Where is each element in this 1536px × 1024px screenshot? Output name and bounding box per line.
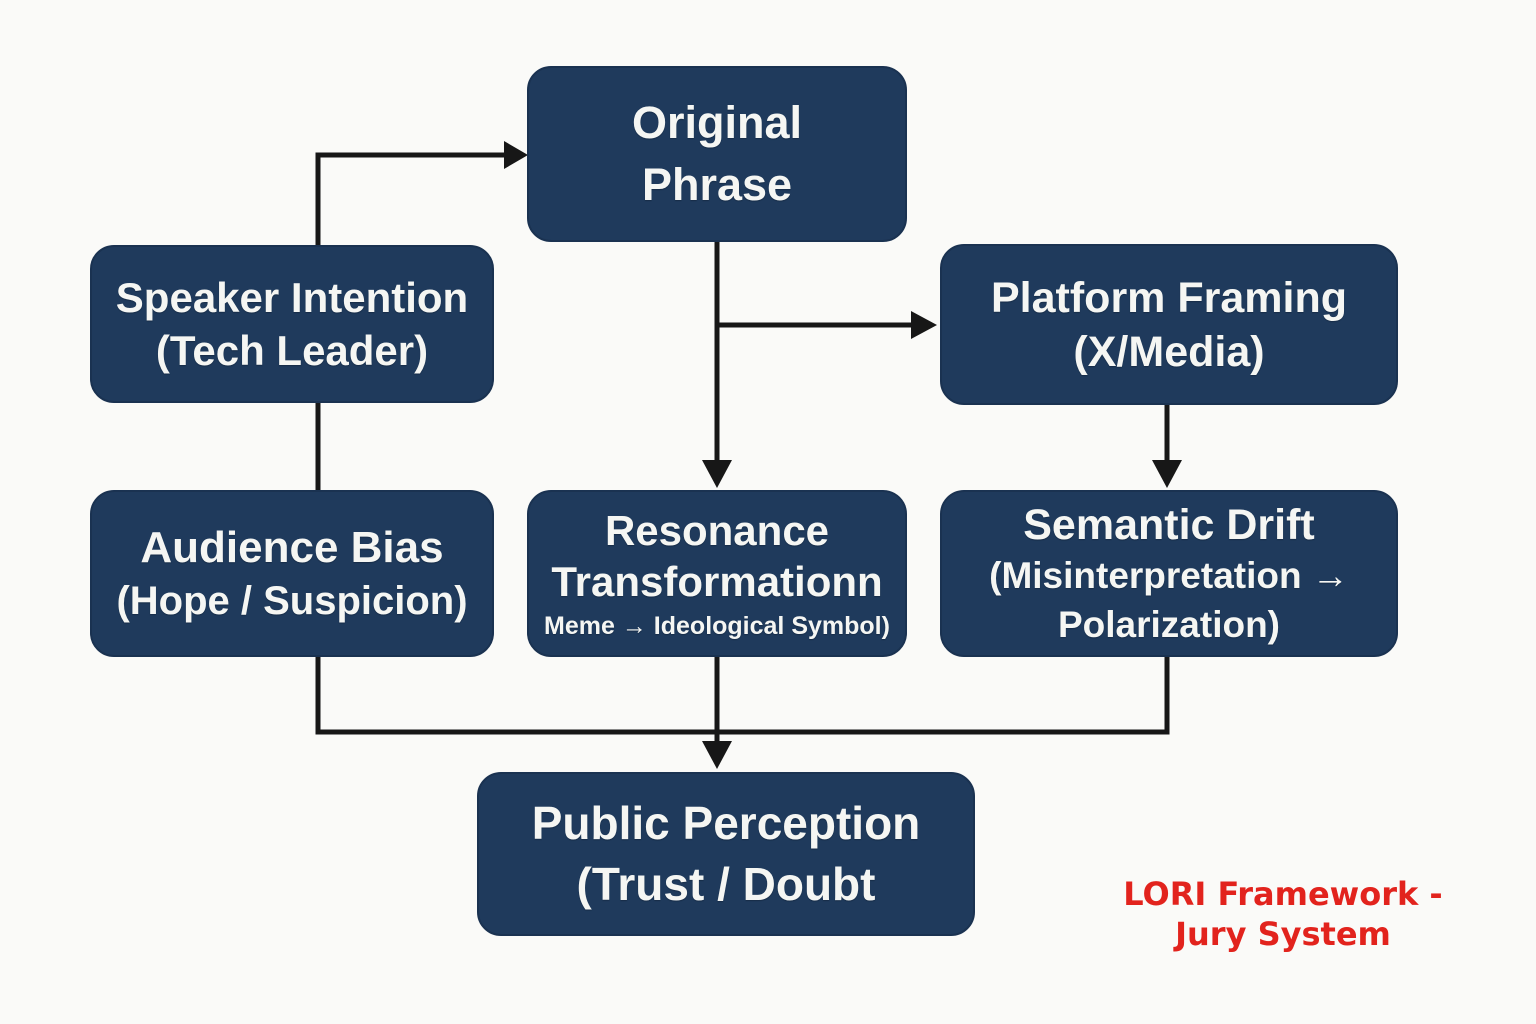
node-resonance-transformation-subtext: Meme → Ideological Symbol) (544, 612, 890, 640)
arrowhead-into-public (702, 741, 732, 769)
node-public-perception-line2: (Trust / Doubt (576, 858, 876, 910)
node-speaker-intention-line2: (Tech Leader) (155, 327, 429, 374)
caption-line1: LORI Framework - (1123, 875, 1443, 913)
node-audience-bias-line2: (Hope / Suspicion) (116, 579, 468, 623)
node-speaker-intention-line1: Speaker Intention (115, 274, 469, 321)
arrowhead-into-resonance (702, 460, 732, 488)
arrowhead-into-platform (911, 311, 937, 339)
node-audience-bias-line1: Audience Bias (140, 523, 444, 572)
arrow-speaker-to-original (315, 152, 504, 252)
node-semantic-drift-line3: Polarization) (1057, 603, 1281, 645)
node-semantic-drift-line2: (Misinterpretation → (989, 554, 1349, 596)
node-platform-framing-line2: (X/Media) (1073, 327, 1265, 376)
arrowhead-into-original (504, 141, 528, 169)
node-resonance-transformation: Resonance Transformationn Meme → Ideolog… (527, 490, 907, 657)
node-public-perception: Public Perception (Trust / Doubt (477, 772, 975, 936)
node-original-phrase-line1: Original (631, 97, 803, 148)
link-bottom-rail (315, 653, 1170, 735)
node-public-perception-line1: Public Perception (531, 797, 921, 849)
arrowhead-into-semantic (1152, 460, 1182, 488)
node-resonance-transformation-line1: Resonance (604, 507, 830, 554)
node-speaker-intention: Speaker Intention (Tech Leader) (90, 245, 494, 403)
caption-lori-framework: LORI Framework - Jury System (1103, 874, 1463, 954)
caption-line2: Jury System (1175, 915, 1391, 953)
node-platform-framing-line1: Platform Framing (991, 273, 1347, 322)
node-semantic-drift-line1: Semantic Drift (1023, 500, 1315, 549)
node-resonance-transformation-line2: Transformationn (551, 558, 883, 605)
node-semantic-drift: Semantic Drift (Misinterpretation → Pola… (940, 490, 1398, 657)
node-audience-bias: Audience Bias (Hope / Suspicion) (90, 490, 494, 657)
node-platform-framing: Platform Framing (X/Media) (940, 244, 1398, 405)
node-original-phrase: Original Phrase (527, 66, 907, 242)
node-original-phrase-line2: Phrase (641, 159, 793, 210)
